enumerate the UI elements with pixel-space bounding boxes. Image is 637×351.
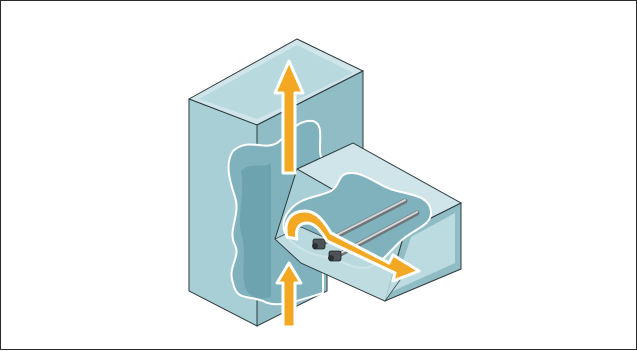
- airflow-arrow-up-inlet: [275, 261, 303, 329]
- airflow-arrows: [273, 59, 421, 329]
- rod-terminal-lower: [328, 250, 342, 262]
- airflow-arrow-up-outlet: [273, 59, 305, 175]
- vertical-duct-top-interior: [199, 45, 353, 119]
- airflow-arrow-branch: [284, 209, 421, 283]
- rod-terminal-upper: [312, 238, 326, 250]
- vertical-duct-cutaway-shadow: [239, 163, 271, 299]
- branch-duct: [274, 142, 463, 302]
